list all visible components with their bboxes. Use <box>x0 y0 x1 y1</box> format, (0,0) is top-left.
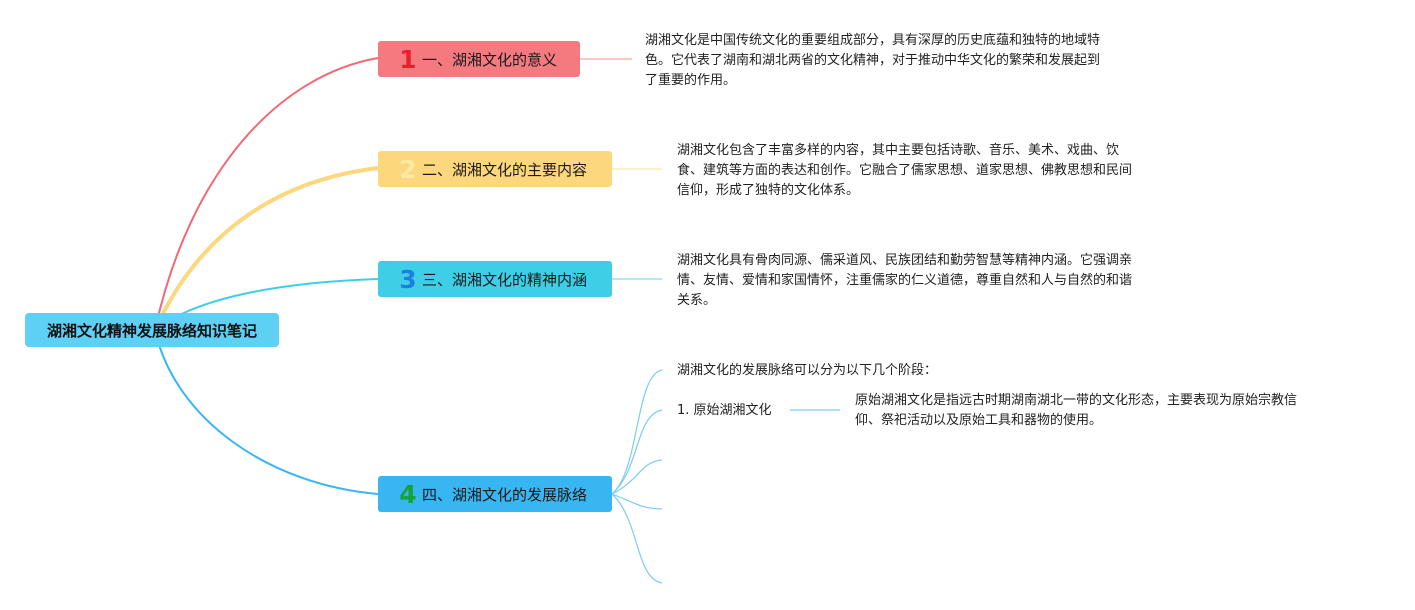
topic-4[interactable]: 4 四、湖湘文化的发展脉络 <box>378 476 612 512</box>
number-4-icon: 4 <box>399 479 417 509</box>
edge-topic-4-branch-5 <box>611 493 663 584</box>
edge-root-topic-1 <box>154 57 379 331</box>
edge-topic-4-branch-3 <box>611 459 663 495</box>
topic-3-label: 三、湖湘文化的精神内涵 <box>422 270 588 289</box>
edge-topic-4-branch-4 <box>611 493 663 510</box>
stage-1-description[interactable]: 原始湖湘文化是指远古时期湖南湖北一带的文化形态，主要表现为原始宗教信 仰、祭祀活… <box>855 393 1298 428</box>
root-topic[interactable]: 湖湘文化精神发展脉络知识笔记 <box>25 313 279 347</box>
topic-1[interactable]: 1 一、湖湘文化的意义 <box>378 41 580 77</box>
topic-4-intro[interactable]: 湖湘文化的发展脉络可以分为以下几个阶段： <box>677 363 938 378</box>
edge-topic-4-stage-1 <box>611 409 663 495</box>
number-1-icon: 1 <box>399 44 417 74</box>
topic-1-label: 一、湖湘文化的意义 <box>422 50 558 69</box>
root-title: 湖湘文化精神发展脉络知识笔记 <box>46 321 257 340</box>
number-3-icon: 3 <box>399 264 417 294</box>
number-2-icon: 2 <box>399 154 417 184</box>
edge-topic-4-intro <box>611 369 663 495</box>
edge-root-topic-4 <box>154 329 379 495</box>
topic-1-description[interactable]: 湖湘文化是中国传统文化的重要组成部分，具有深厚的历史底蕴和独特的地域特 色。它代… <box>645 33 1101 88</box>
topic-3[interactable]: 3 三、湖湘文化的精神内涵 <box>378 261 612 297</box>
topic-4-label: 四、湖湘文化的发展脉络 <box>422 485 588 504</box>
stage-1-label[interactable]: 1. 原始湖湘文化 <box>677 403 772 418</box>
edge-root-topic-2 <box>153 166 379 331</box>
topic-2-description[interactable]: 湖湘文化包含了丰富多样的内容，其中主要包括诗歌、音乐、美术、戏曲、饮 食、建筑等… <box>677 143 1133 198</box>
topic-2[interactable]: 2 二、湖湘文化的主要内容 <box>378 151 612 187</box>
topic-3-description[interactable]: 湖湘文化具有骨肉同源、儒采道风、民族团结和勤劳智慧等精神内涵。它强调亲 情、友情… <box>677 253 1133 308</box>
topic-2-label: 二、湖湘文化的主要内容 <box>422 160 588 179</box>
